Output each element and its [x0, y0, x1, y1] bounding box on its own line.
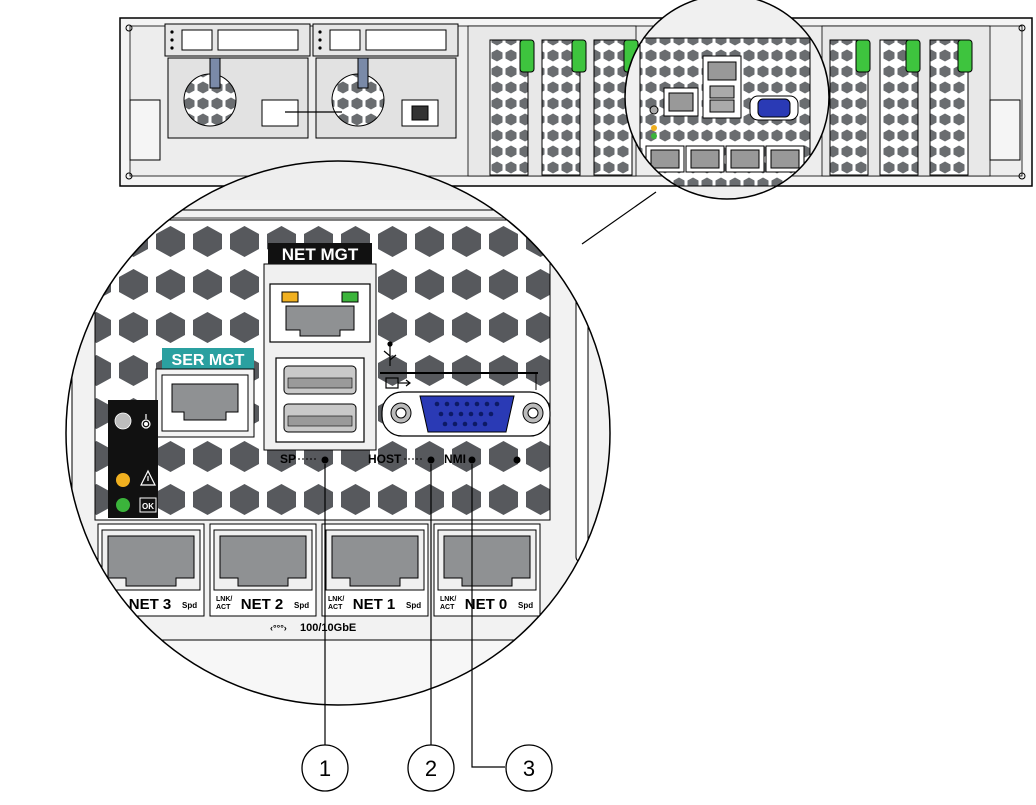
net0-port: LNK/ ACT NET 0 Spd [433, 523, 541, 617]
net1-label: NET 1 [353, 596, 396, 613]
power-supply-2 [315, 57, 457, 139]
server-chassis [119, 17, 1033, 187]
net-mgt-block: NET MGT [263, 243, 377, 451]
video-icon [385, 377, 411, 389]
usb-icon [383, 341, 397, 366]
pcie-slots-left [467, 25, 639, 177]
svg-text:Spd: Spd [518, 601, 533, 610]
callout-2-number: 2 [425, 756, 437, 781]
svg-text:Spd: Spd [294, 601, 309, 610]
svg-text:LNK/: LNK/ [328, 596, 344, 603]
callout-3: 3 [505, 744, 553, 792]
net2-label: NET 2 [241, 596, 284, 613]
svg-text:‹°°°›: ‹°°°› [270, 623, 287, 633]
status-led-panel: OK [108, 400, 158, 518]
zoom-detail-circle: NET MGT [65, 160, 611, 706]
svg-text:ACT: ACT [328, 604, 343, 611]
network-ports: LNK/ ACT NET 3 Spd LNK/ ACT NET 2 Spd [97, 523, 541, 617]
vga-port [380, 372, 551, 437]
net2-port: LNK/ ACT NET 2 Spd [209, 523, 317, 617]
svg-text:LNK/: LNK/ [216, 596, 232, 603]
nmi-pinhole [468, 456, 476, 464]
host-warm-reset-pinhole [427, 456, 435, 464]
drive-bay-2 [312, 23, 459, 57]
speed-label: 100/10GbE [300, 622, 356, 634]
ok-label: OK [142, 502, 154, 511]
callout-2: 2 [407, 744, 455, 792]
pcie-slots-right [821, 25, 1021, 177]
net3-port: LNK/ ACT NET 3 Spd [97, 523, 205, 617]
power-supply-1 [167, 57, 309, 139]
ser-mgt-block: SER MGT [155, 348, 255, 438]
svg-text:ACT: ACT [216, 604, 231, 611]
warning-icon [140, 469, 156, 486]
callout-1-number: 1 [319, 756, 331, 781]
svg-text:LNK/: LNK/ [440, 596, 456, 603]
locator-icon [141, 414, 151, 429]
sp-reset-pinhole [321, 456, 329, 464]
speed-label-group: ‹°°°› 100/10GbE [270, 622, 356, 634]
callout-1: 1 [301, 744, 349, 792]
host-label: HOST [368, 452, 402, 466]
zoom-leader-right [581, 191, 657, 245]
callout-lines [324, 464, 505, 768]
nmi-label: NMI [444, 452, 466, 466]
callout-3-number: 3 [523, 756, 535, 781]
net-mgt-label: NET MGT [282, 245, 359, 264]
net0-label: NET 0 [465, 596, 508, 613]
unused-pinhole [513, 456, 521, 464]
net1-port: LNK/ ACT NET 1 Spd [321, 523, 429, 617]
net3-label: NET 3 [129, 596, 172, 613]
svg-text:ACT: ACT [104, 604, 119, 611]
svg-text:ACT: ACT [440, 604, 455, 611]
left-handle [129, 99, 161, 161]
sp-label: SP [280, 452, 296, 466]
svg-text:Spd: Spd [182, 601, 197, 610]
svg-text:LNK/: LNK/ [104, 596, 120, 603]
zoom-source-circle [624, 0, 830, 200]
ser-mgt-label: SER MGT [172, 352, 245, 369]
drive-bay-1 [164, 23, 311, 57]
svg-text:Spd: Spd [406, 601, 421, 610]
